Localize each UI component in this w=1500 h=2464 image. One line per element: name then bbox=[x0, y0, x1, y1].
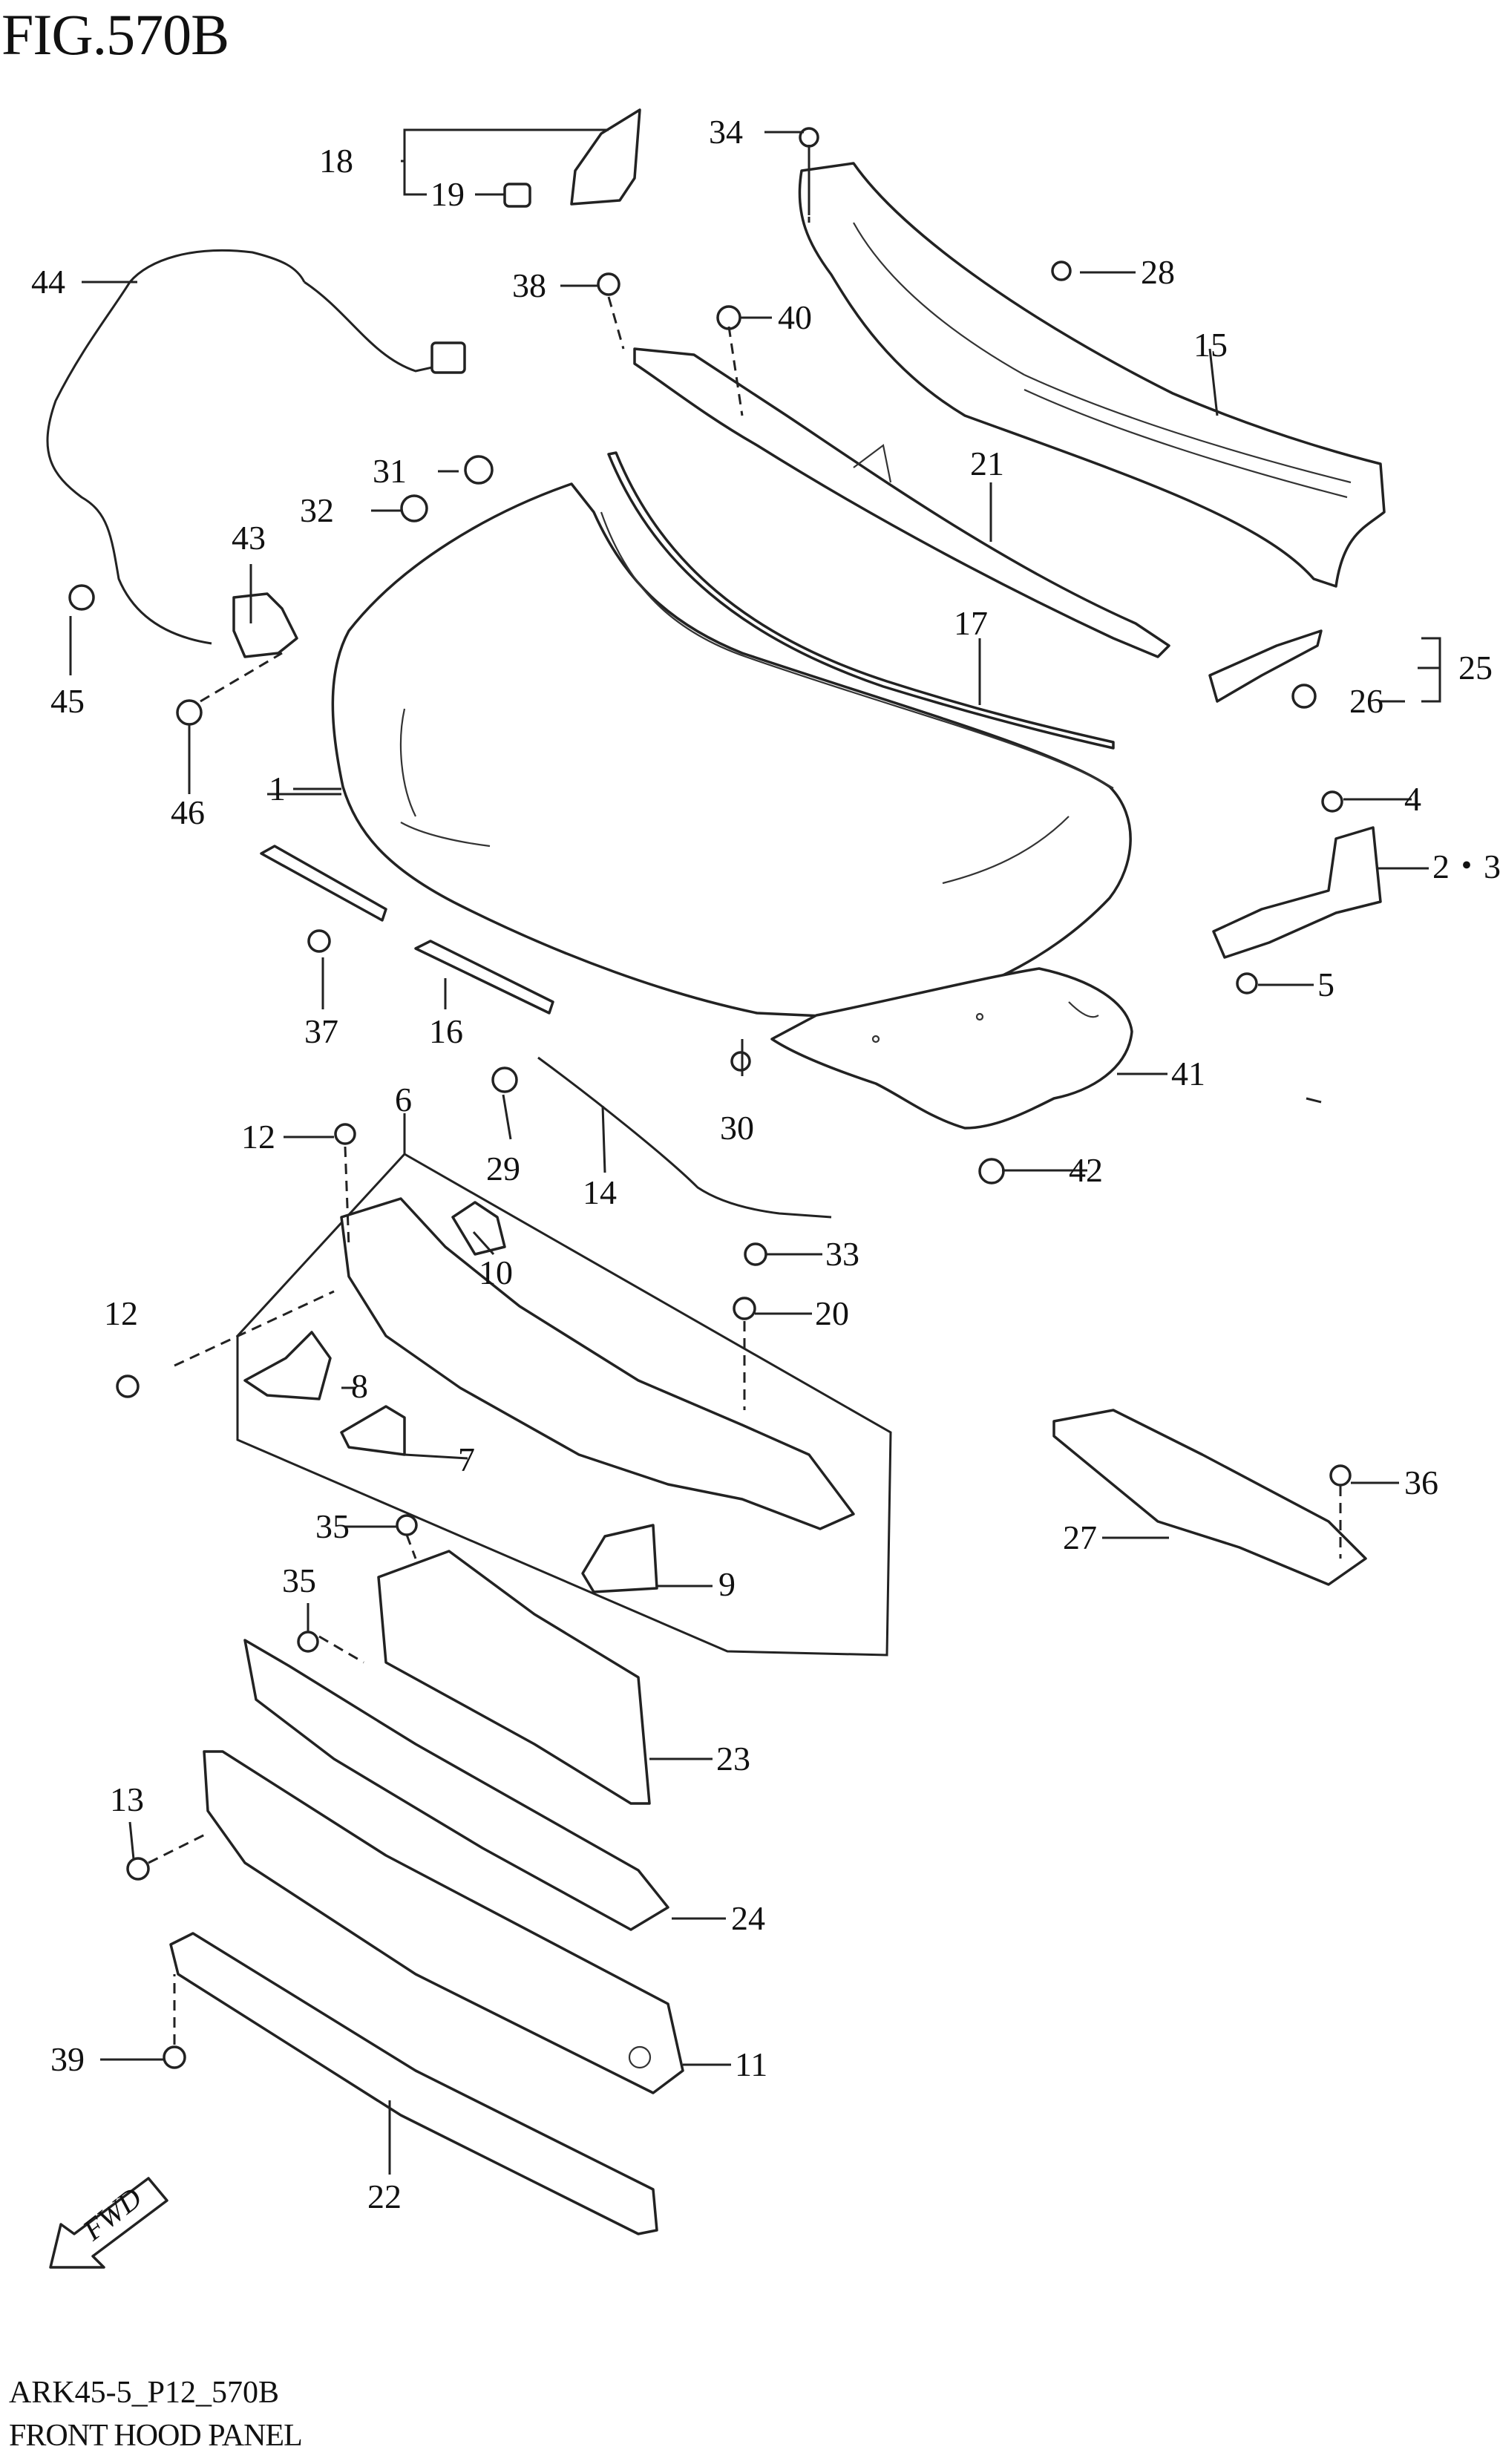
callout-21: 21 bbox=[970, 445, 1004, 482]
callout-25: 25 bbox=[1458, 649, 1493, 687]
callout-19: 19 bbox=[430, 175, 465, 213]
callout-30: 30 bbox=[720, 1109, 754, 1147]
callout-13: 13 bbox=[110, 1780, 144, 1818]
callout-12-lower: 12 bbox=[104, 1294, 138, 1332]
callout-34: 34 bbox=[709, 113, 743, 151]
callout-11: 11 bbox=[735, 2045, 767, 2083]
callout-5: 5 bbox=[1317, 966, 1334, 1003]
callout-17: 17 bbox=[954, 604, 988, 642]
bracket-9-part bbox=[581, 1524, 658, 1593]
callout-29: 29 bbox=[486, 1150, 520, 1187]
callout-38: 38 bbox=[512, 266, 546, 304]
callout-6: 6 bbox=[395, 1081, 412, 1118]
bracket-10-part bbox=[451, 1201, 506, 1256]
callout-45: 45 bbox=[50, 682, 85, 720]
callout-44: 44 bbox=[31, 263, 65, 301]
hood-stay-part bbox=[537, 1056, 832, 1219]
callout-36: 36 bbox=[1404, 1464, 1438, 1501]
callout-35-upper: 35 bbox=[315, 1507, 350, 1545]
fwd-arrow-icon: FWD bbox=[49, 2177, 168, 2269]
callout-22: 22 bbox=[367, 2178, 402, 2215]
clip-19-part bbox=[503, 183, 531, 208]
callout-35-lower: 35 bbox=[282, 1562, 316, 1599]
callout-42: 42 bbox=[1069, 1151, 1103, 1189]
callout-15: 15 bbox=[1193, 326, 1228, 364]
callout-7: 7 bbox=[458, 1441, 475, 1478]
callout-24: 24 bbox=[731, 1899, 765, 1937]
hood-latch-part bbox=[232, 592, 298, 658]
callout-43: 43 bbox=[232, 519, 266, 557]
callout-14: 14 bbox=[583, 1173, 617, 1211]
radiator-support-part bbox=[236, 1153, 892, 1657]
callout-40: 40 bbox=[778, 298, 812, 336]
fasteners-group bbox=[68, 127, 1352, 2069]
callout-37: 37 bbox=[304, 1012, 338, 1050]
callout-20: 20 bbox=[815, 1294, 849, 1332]
cowl-side-cover-part bbox=[570, 108, 641, 206]
callout-9: 9 bbox=[718, 1565, 736, 1603]
bracket-8-part bbox=[243, 1331, 332, 1400]
lower-member-part bbox=[169, 1932, 658, 2235]
hood-release-cable-part bbox=[46, 249, 306, 645]
callout-41: 41 bbox=[1171, 1055, 1205, 1092]
cowl-side-bracket-part bbox=[1208, 629, 1323, 703]
callout-26: 26 bbox=[1349, 682, 1383, 720]
callout-4: 4 bbox=[1404, 780, 1421, 818]
callout-23: 23 bbox=[716, 1740, 750, 1777]
strip-16-part bbox=[414, 940, 554, 1015]
callout-32: 32 bbox=[300, 491, 334, 529]
footer-name: FRONT HOOD PANEL bbox=[9, 2419, 303, 2453]
callout-1: 1 bbox=[269, 770, 286, 807]
cowl-panel-part bbox=[633, 347, 1170, 658]
strip-upper-part bbox=[260, 845, 387, 922]
callout-28: 28 bbox=[1141, 253, 1175, 291]
bumper-reinforcement-part bbox=[203, 1750, 684, 2094]
callout-18: 18 bbox=[319, 142, 353, 180]
bumper-absorber-23-part bbox=[377, 1550, 651, 1805]
figure-title: FIG.570B bbox=[1, 2, 229, 67]
hood-seal-part bbox=[607, 451, 1115, 750]
callout-46: 46 bbox=[171, 793, 205, 831]
footer-code: ARK45-5_P12_570B bbox=[9, 2376, 280, 2410]
side-brace-part bbox=[1052, 1409, 1367, 1586]
callout-31: 31 bbox=[373, 452, 407, 490]
callout-39: 39 bbox=[50, 2040, 85, 2078]
bracket-7-part bbox=[340, 1405, 406, 1456]
dashed-fastener-paths bbox=[148, 148, 1342, 2045]
bumper-absorber-24-part bbox=[243, 1639, 669, 1931]
callout-8: 8 bbox=[351, 1367, 368, 1405]
cowl-top-part bbox=[798, 162, 1386, 588]
callout-2-3: 2・3 bbox=[1432, 848, 1500, 885]
callout-16: 16 bbox=[429, 1012, 463, 1050]
hood-silencer-part bbox=[770, 967, 1133, 1130]
callout-10: 10 bbox=[479, 1254, 513, 1291]
callout-27: 27 bbox=[1063, 1518, 1097, 1556]
callout-12-upper: 12 bbox=[241, 1118, 275, 1156]
hood-hinge-part bbox=[1212, 826, 1382, 959]
callout-33: 33 bbox=[825, 1235, 859, 1273]
